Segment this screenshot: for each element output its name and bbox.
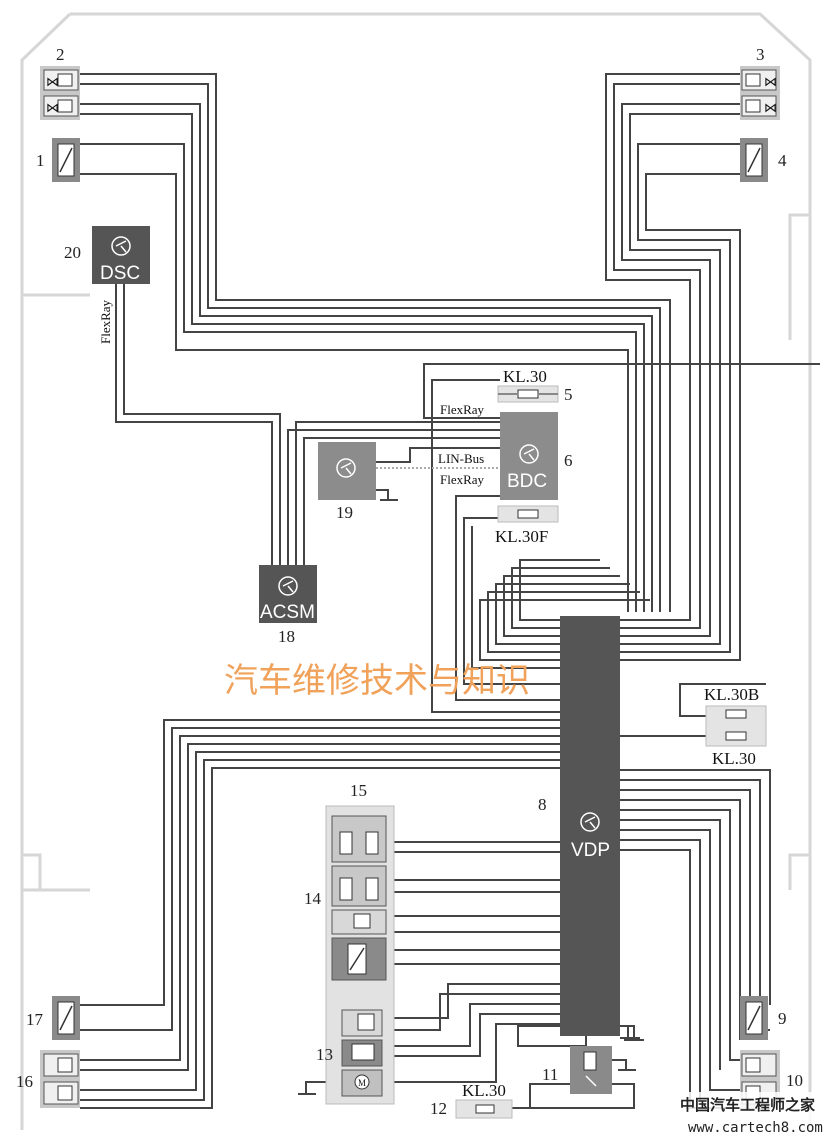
component-4 — [740, 138, 768, 182]
svg-text:⋈: ⋈ — [764, 74, 777, 89]
label-6: 6 — [564, 451, 573, 470]
flexray-lines — [115, 284, 500, 565]
component-3: ⋈ ⋈ — [740, 66, 780, 120]
label-10: 10 — [786, 1071, 803, 1090]
kl30-right-label: KL.30 — [712, 749, 756, 768]
harness-right-front — [605, 73, 741, 661]
bdc-ecu: BDC — [500, 412, 558, 500]
flexray-bdc-top-label: FlexRay — [440, 402, 485, 417]
label-9: 9 — [778, 1009, 787, 1028]
svg-text:⋈: ⋈ — [764, 100, 777, 115]
svg-text:M: M — [358, 1078, 366, 1088]
dsc-ecu: DSC — [92, 226, 150, 284]
acsm-label: ACSM — [260, 602, 315, 623]
kl30f-label: KL.30F — [495, 527, 548, 546]
flexray-bdc-bottom-label: FlexRay — [440, 472, 485, 487]
fuse-kl30b — [705, 705, 767, 747]
svg-text:⋈: ⋈ — [46, 74, 59, 89]
harness-left-front — [80, 73, 671, 612]
watermark-text: 汽车维修技术与知识 — [224, 661, 530, 701]
label-16: 16 — [16, 1072, 33, 1091]
vehicle-outline — [20, 12, 812, 1130]
label-14: 14 — [304, 889, 322, 908]
component-9 — [740, 996, 768, 1040]
logo-url: www.cartech8.com — [688, 1120, 823, 1136]
component-1 — [52, 138, 80, 182]
kl30-top-label: KL.30 — [503, 367, 547, 386]
label-1: 1 — [36, 151, 45, 170]
block15-connections — [298, 841, 560, 1095]
component-2: ⋈ ⋈ — [40, 66, 80, 120]
kl30-top-feed — [423, 363, 820, 419]
unit19-feed — [376, 447, 500, 463]
label-8: 8 — [538, 795, 547, 814]
label-12: 12 — [430, 1099, 447, 1118]
vdp-ground — [620, 1025, 640, 1039]
fuse-5 — [497, 385, 559, 403]
component-11-relay — [570, 1046, 612, 1094]
component-15-block: M — [325, 805, 395, 1105]
acsm-ecu: ACSM — [259, 565, 317, 623]
fuse-12 — [455, 1099, 513, 1119]
kl30b-feed — [679, 683, 766, 717]
component-19 — [318, 442, 376, 500]
fuse-kl30f — [497, 505, 559, 523]
label-15: 15 — [350, 781, 367, 800]
dsc-label: DSC — [100, 263, 140, 284]
kl30b-label: KL.30B — [704, 685, 759, 704]
label-5: 5 — [564, 385, 573, 404]
harness-left-rear — [80, 719, 560, 1109]
label-19: 19 — [336, 503, 353, 522]
unit19-ground — [376, 489, 398, 501]
logo-name: 中国汽车工程师之家 — [680, 1096, 815, 1114]
label-11: 11 — [542, 1065, 558, 1084]
label-20: 20 — [64, 243, 81, 262]
component-17 — [52, 996, 80, 1040]
svg-text:⋈: ⋈ — [46, 100, 59, 115]
label-3: 3 — [756, 45, 765, 64]
label-2: 2 — [56, 45, 65, 64]
vdp-label: VDP — [571, 840, 610, 861]
label-18: 18 — [278, 627, 295, 646]
label-4: 4 — [778, 151, 787, 170]
component-16 — [40, 1050, 80, 1108]
label-13: 13 — [316, 1045, 333, 1064]
site-logo: 中国汽车工程师之家 www.cartech8.com — [676, 1092, 824, 1138]
linbus-label: LIN-Bus — [438, 451, 484, 466]
vdp-ecu: VDP — [560, 616, 620, 1036]
vdp-left-feeds — [431, 379, 650, 713]
flexray-dsc-label: FlexRay — [98, 299, 113, 344]
label-17: 17 — [26, 1010, 44, 1029]
kl30-bottom-label: KL.30 — [462, 1081, 506, 1100]
bdc-label: BDC — [507, 471, 547, 492]
